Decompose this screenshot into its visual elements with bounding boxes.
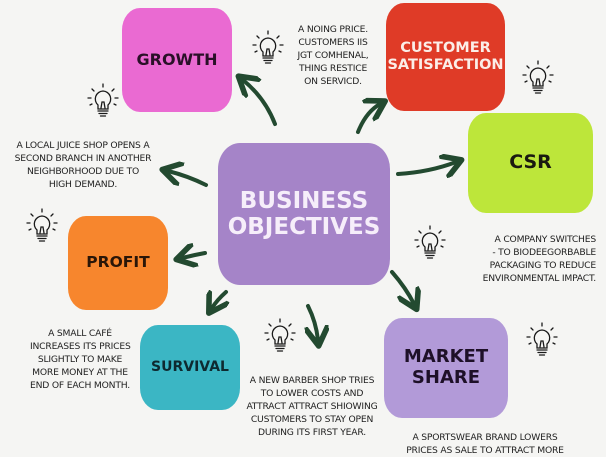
arrow-to-csr-icon <box>396 162 456 174</box>
lightbulb-icon <box>522 60 554 94</box>
profit-box: PROFIT <box>68 216 168 310</box>
customer-satisfaction-example-text: A NOING PRICE. CUSTOMERS IIS JGT COMHENA… <box>297 24 369 87</box>
customer-satisfaction-line1: CUSTOMER <box>400 40 491 57</box>
survival-example-text: A NEW BARBER SHOP TRIES TO LOWER COSTS A… <box>246 375 378 438</box>
lightbulb-icon <box>414 225 446 259</box>
profit-example-text: A SMALL CAFÉ INCREASES ITS PRICES SLIGHT… <box>30 328 131 391</box>
lightbulb-icon <box>252 30 284 64</box>
arrow-to-growth-icon <box>243 80 277 126</box>
profit-label: PROFIT <box>86 253 150 272</box>
customer-satisfaction-box: CUSTOMER SATISFACTION <box>386 3 505 111</box>
market-share-example-text: A SPORTSWEAR BRAND LOWERS PRICES AS SALE… <box>406 432 564 456</box>
market-share-box: MARKET SHARE <box>384 318 508 418</box>
csr-box: CSR <box>468 113 593 213</box>
csr-example-text: A COMPANY SWITCHES - TO BIODEEGORBABLE P… <box>482 234 597 284</box>
center-title-line1: BUSINESS <box>239 187 369 214</box>
customer-satisfaction-line2: SATISFACTION <box>387 57 504 73</box>
lightbulb-icon <box>526 322 558 356</box>
arrow-to-market-share-icon <box>390 270 414 304</box>
arrow-to-customer-satisfaction-icon <box>356 104 380 134</box>
arrow-to-survival-example-icon <box>308 304 318 340</box>
csr-label: CSR <box>509 151 552 174</box>
growth-label: GROWTH <box>136 49 218 69</box>
market-share-line2: SHARE <box>411 367 481 388</box>
center-title-line2: OBJECTIVES <box>227 214 381 240</box>
lightbulb-icon <box>264 318 296 352</box>
center-box-business-objectives: BUSINESS OBJECTIVES <box>218 143 390 285</box>
arrow-to-profit-icon <box>182 253 207 258</box>
survival-box: SURVIVAL <box>140 325 240 410</box>
growth-box: GROWTH <box>122 8 232 112</box>
growth-example-text: A LOCAL JUICE SHOP OPENS A SECOND BRANCH… <box>14 140 152 190</box>
arrow-to-survival-icon <box>212 292 226 308</box>
lightbulb-icon <box>26 208 58 242</box>
market-share-line1: MARKET <box>403 346 489 368</box>
survival-label: SURVIVAL <box>151 359 229 376</box>
lightbulb-icon <box>87 83 119 117</box>
arrow-to-growth-example-icon <box>168 171 208 187</box>
